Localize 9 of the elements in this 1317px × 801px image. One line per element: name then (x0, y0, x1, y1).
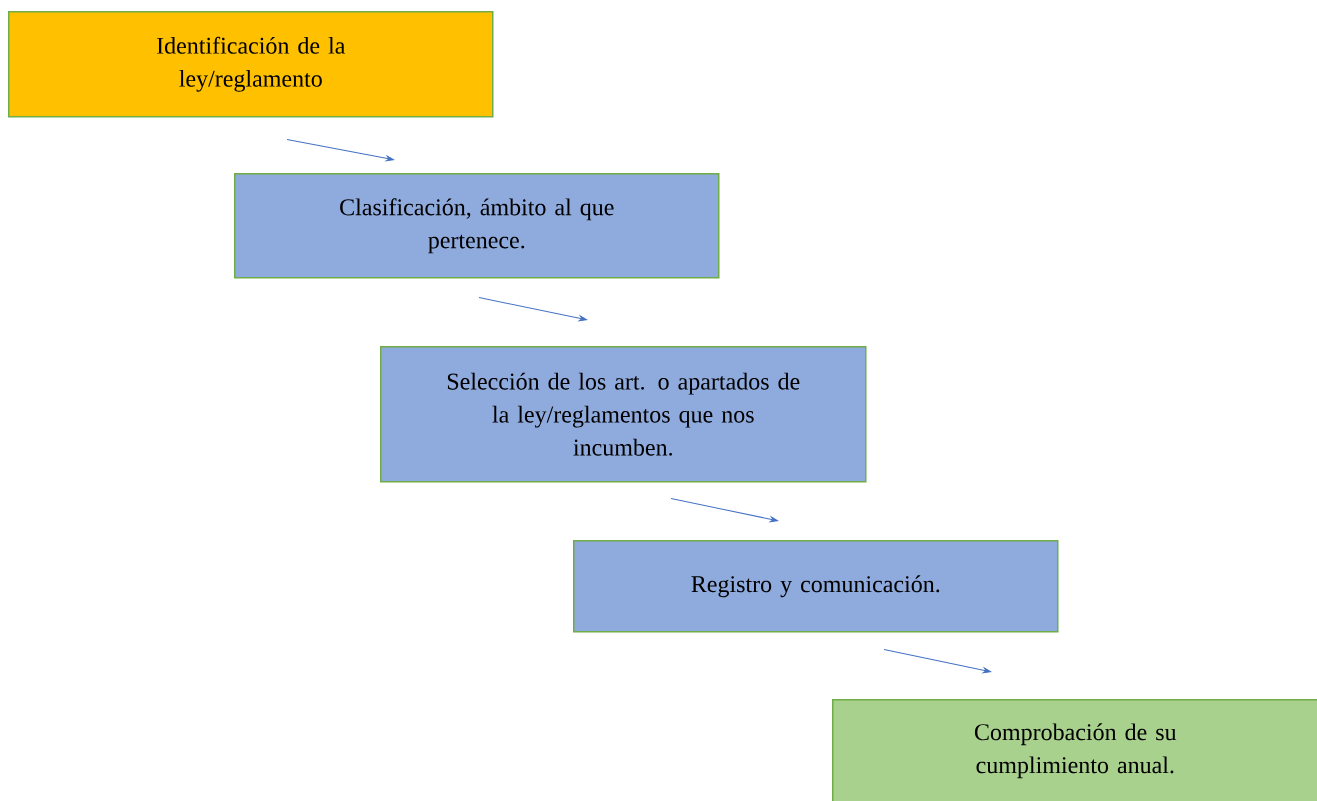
process-box: Clasificación, ámbito al que pertenece. (234, 173, 720, 279)
arrow (478, 297, 588, 322)
arrow (883, 649, 992, 674)
process-box: Selección de los art. o apartados de la ley/reglamentos que nos incumben. (380, 346, 867, 483)
arrow (670, 498, 779, 523)
arrow (286, 139, 394, 162)
process-box: Identificación de la ley/reglamento (8, 11, 494, 118)
process-box: Registro y comunicación. (573, 540, 1059, 633)
process-box: Comprobación de su cumplimiento anual. (832, 699, 1317, 801)
